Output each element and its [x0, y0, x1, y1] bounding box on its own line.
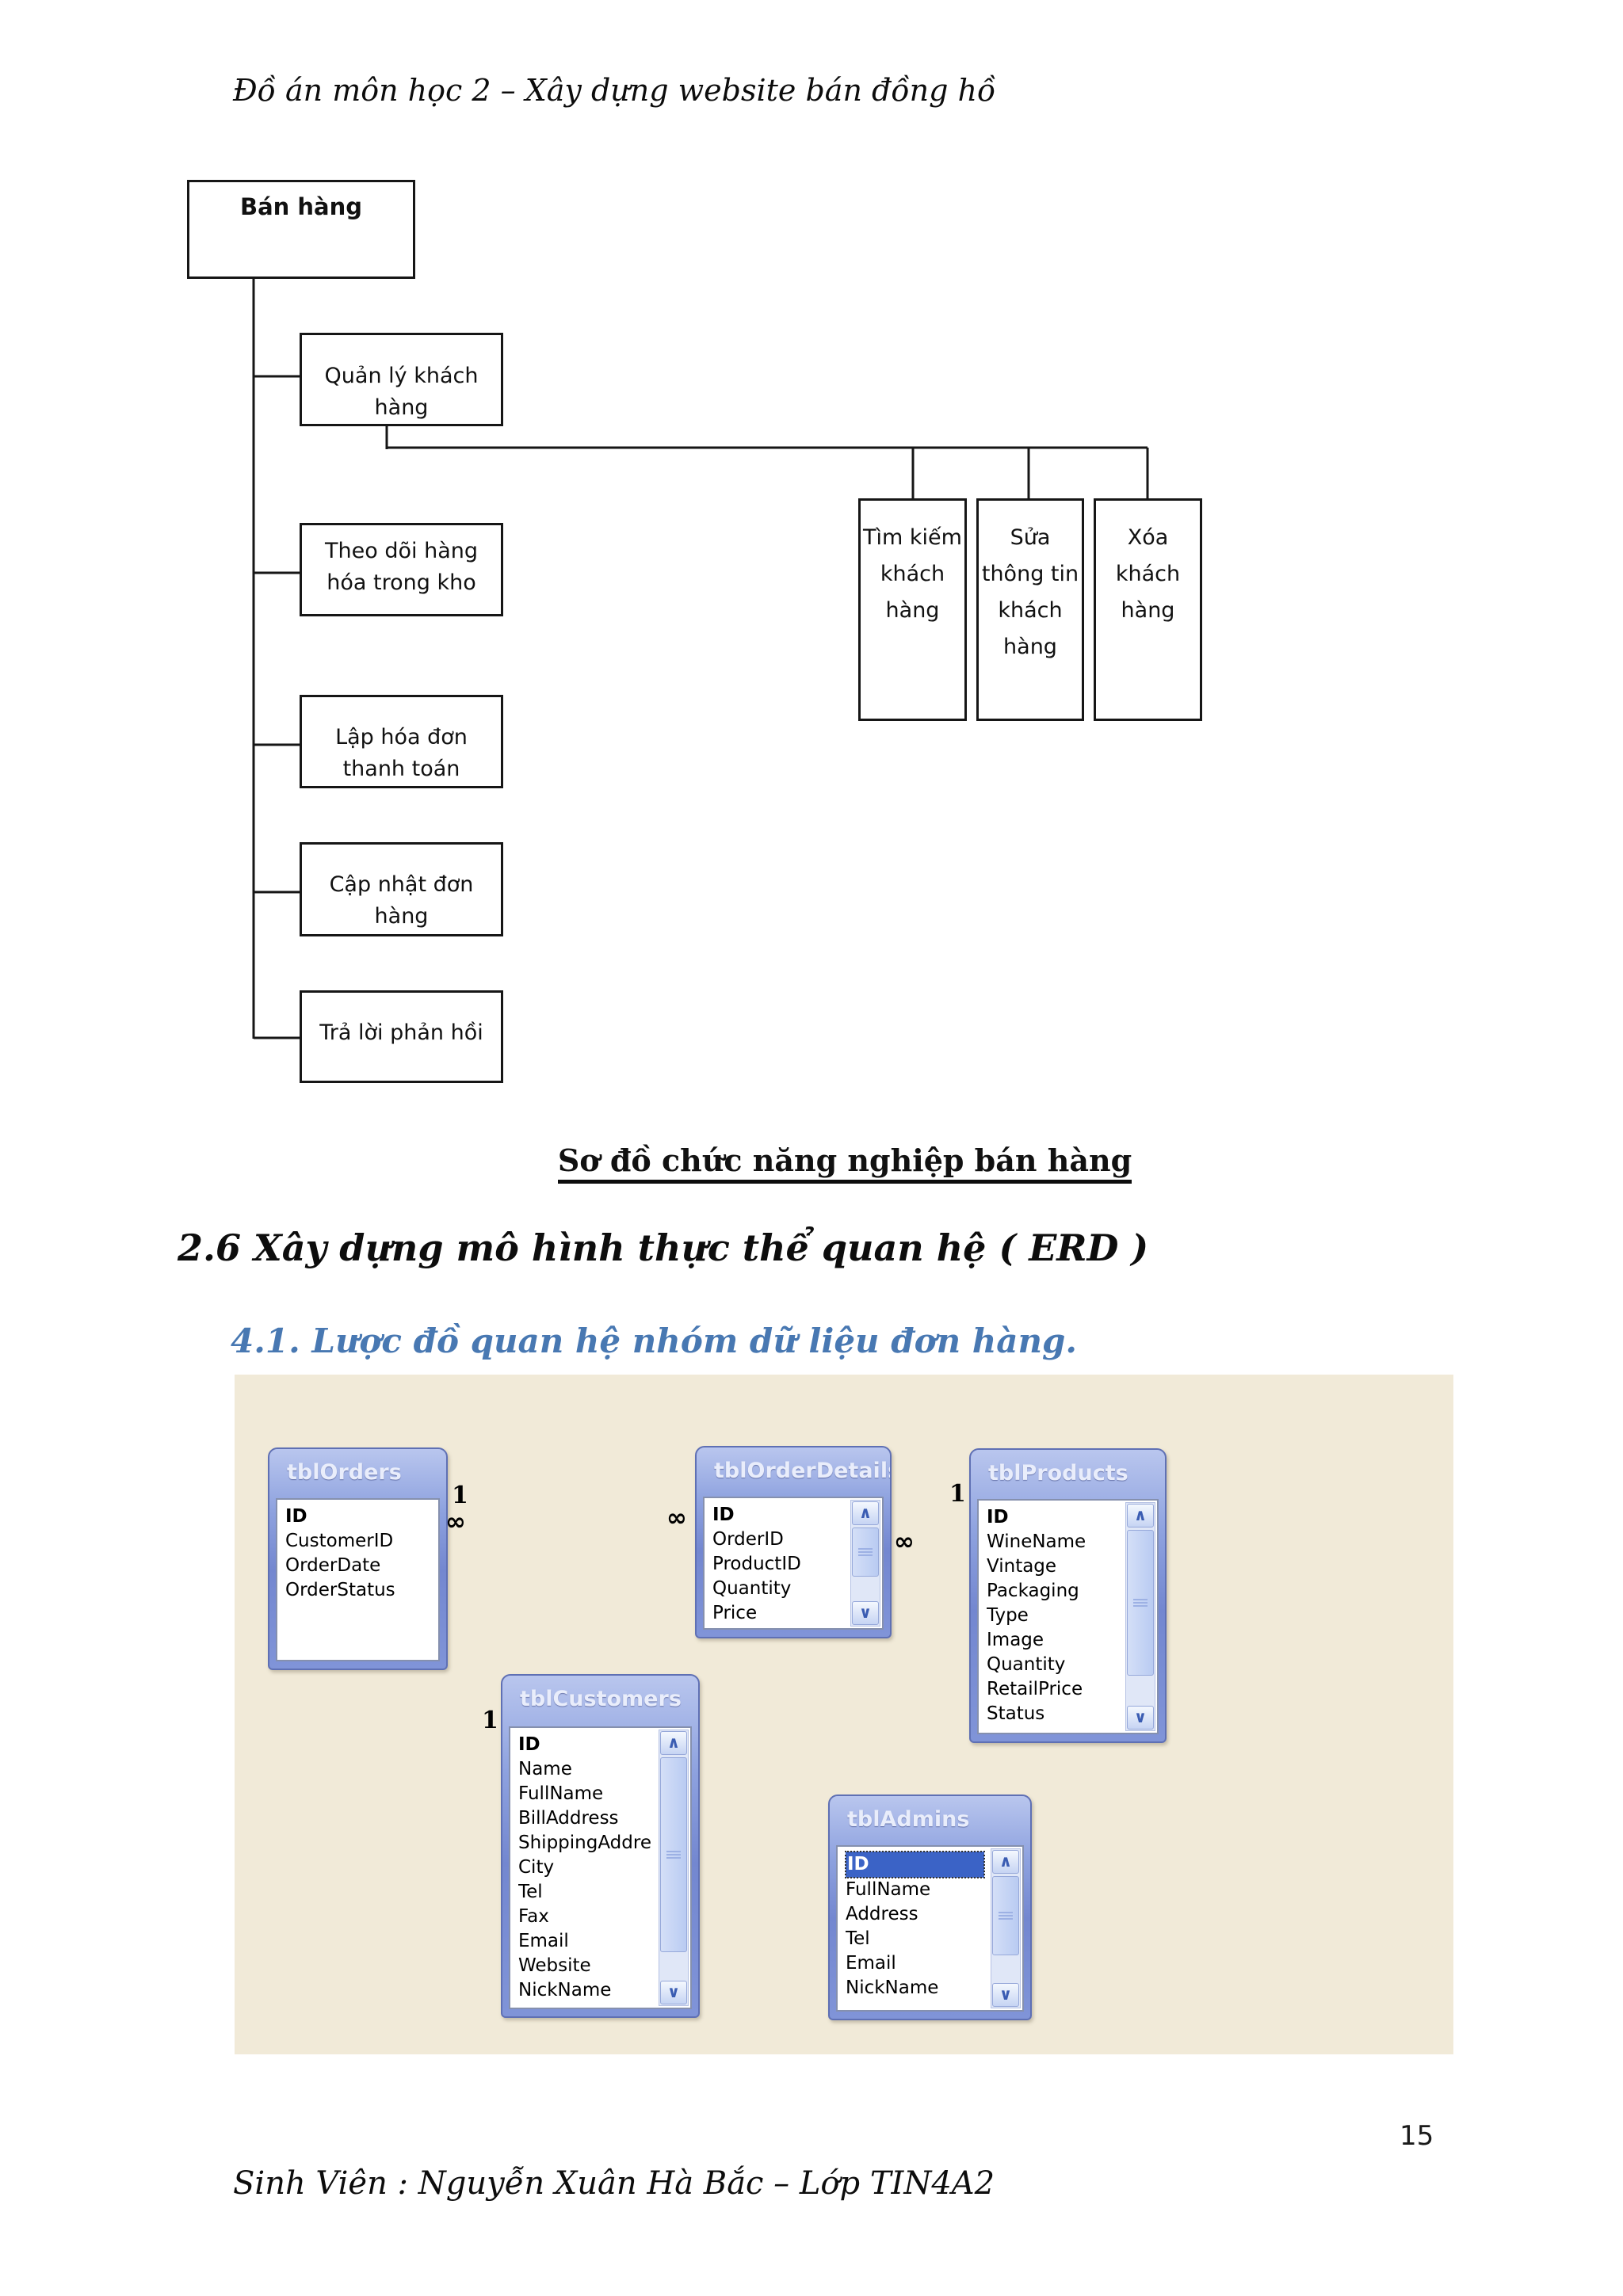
- scrollbar-thumb[interactable]: [992, 1876, 1019, 1955]
- flowchart-caption-wrap: Sơ đồ chức năng nghiệp bán hàng: [555, 1142, 1135, 1184]
- cardinality-orderdetails-many: ∞: [666, 1504, 687, 1532]
- erd-field[interactable]: City: [518, 1857, 555, 1878]
- page-number: 15: [1400, 2120, 1434, 2152]
- erd-field[interactable]: Price: [712, 1603, 758, 1623]
- erd-field[interactable]: Fax: [518, 1906, 549, 1927]
- chevron-down-icon: ∨: [999, 1985, 1013, 2004]
- erd-field[interactable]: WineName: [987, 1531, 1086, 1552]
- section-heading-2-6: 2.6 Xây dựng mô hình thực thể quan hệ ( …: [178, 1226, 1149, 1269]
- section-heading-4-1: 4.1. Lược đồ quan hệ nhóm dữ liệu đơn hà…: [231, 1322, 1078, 1360]
- cardinality-orders-many: ∞: [445, 1508, 466, 1536]
- chevron-down-icon: ∨: [666, 1982, 681, 2001]
- erd-field-list: ID WineName Vintage Packaging Type Image…: [977, 1499, 1159, 1734]
- erd-field-list: ID CustomerID OrderDate OrderStatus: [276, 1498, 440, 1661]
- erd-field-list: ID FullName Address Tel Email NickName ∧…: [836, 1845, 1024, 2012]
- flowchart-box-tim-kiem-khach-hang: Tìm kiếm khách hàng: [858, 498, 967, 721]
- erd-field[interactable]: Tel: [518, 1882, 543, 1902]
- erd-field[interactable]: RetailPrice: [987, 1679, 1083, 1699]
- erd-table-title[interactable]: tblOrderDetails: [714, 1459, 890, 1483]
- erd-field[interactable]: Vintage: [987, 1556, 1057, 1577]
- erd-field[interactable]: Packaging: [987, 1581, 1079, 1601]
- page-header-title: Đồ án môn học 2 – Xây dựng website bán đ…: [233, 73, 996, 108]
- cardinality-orders-one: 1: [452, 1482, 468, 1509]
- erd-table-title[interactable]: tblAdmins: [847, 1807, 970, 1832]
- cardinality-products-one: 1: [949, 1480, 966, 1508]
- erd-field[interactable]: Quantity: [712, 1578, 792, 1599]
- erd-field[interactable]: Image: [987, 1630, 1044, 1650]
- scrollbar[interactable]: ∧ ∨: [850, 1500, 880, 1627]
- scroll-down-button[interactable]: ∨: [660, 1981, 687, 2004]
- scroll-up-button[interactable]: ∧: [852, 1501, 879, 1525]
- scroll-down-button[interactable]: ∨: [1127, 1706, 1154, 1730]
- scrollbar[interactable]: ∧ ∨: [1125, 1502, 1155, 1731]
- flowchart-box-tra-loi-phan-hoi: Trả lời phản hồi: [300, 990, 503, 1083]
- erd-field[interactable]: Status: [987, 1703, 1045, 1724]
- erd-table-tblCustomers[interactable]: tblCustomers ID Name FullName BillAddres…: [501, 1674, 700, 2018]
- erd-table-tblProducts[interactable]: tblProducts ID WineName Vintage Packagin…: [969, 1448, 1167, 1743]
- flowchart-box-quan-ly-khach-hang: Quản lý khách hàng: [300, 333, 503, 426]
- erd-field[interactable]: ID: [518, 1734, 540, 1755]
- erd-field[interactable]: CustomerID: [285, 1531, 394, 1551]
- flowchart-box-xoa-khach-hang: Xóa khách hàng: [1094, 498, 1202, 721]
- chevron-up-icon: ∧: [999, 1852, 1013, 1871]
- erd-field[interactable]: Quantity: [987, 1654, 1066, 1675]
- erd-field-list: ID OrderID ProductID Quantity Price ∧ ∨: [703, 1497, 884, 1630]
- flowchart-box-ban-hang: Bán hàng: [187, 180, 415, 279]
- erd-field-selected[interactable]: ID: [845, 1851, 985, 1878]
- flowchart-box-cap-nhat-don-hang: Cập nhật đơn hàng: [300, 842, 503, 936]
- scroll-up-button[interactable]: ∧: [660, 1731, 687, 1755]
- scrollbar-thumb[interactable]: [1127, 1530, 1154, 1676]
- chevron-down-icon: ∨: [1133, 1707, 1148, 1726]
- cardinality-customers-one: 1: [482, 1707, 498, 1734]
- erd-table-title[interactable]: tblCustomers: [520, 1687, 682, 1711]
- erd-field[interactable]: NickName: [518, 1980, 612, 2000]
- scroll-up-button[interactable]: ∧: [992, 1850, 1019, 1874]
- erd-field[interactable]: OrderID: [712, 1529, 784, 1550]
- scroll-down-button[interactable]: ∨: [852, 1601, 879, 1625]
- erd-field[interactable]: OrderDate: [285, 1555, 381, 1576]
- flowchart-caption: Sơ đồ chức năng nghiệp bán hàng: [557, 1142, 1132, 1184]
- chevron-up-icon: ∧: [858, 1503, 873, 1522]
- scroll-down-button[interactable]: ∨: [992, 1983, 1019, 2007]
- page-footer: Sinh Viên : Nguyễn Xuân Hà Bắc – Lớp TIN…: [233, 2165, 995, 2202]
- erd-table-title[interactable]: tblOrders: [287, 1460, 402, 1485]
- erd-field[interactable]: ProductID: [712, 1554, 801, 1574]
- erd-field[interactable]: ID: [987, 1507, 1009, 1527]
- erd-field[interactable]: Address: [846, 1904, 918, 1924]
- erd-field[interactable]: ID: [285, 1506, 307, 1527]
- flowchart-box-theo-doi-hang-hoa: Theo dõi hàng hóa trong kho: [300, 523, 503, 616]
- scrollbar-thumb[interactable]: [660, 1757, 687, 1952]
- chevron-up-icon: ∧: [1133, 1505, 1148, 1524]
- chevron-down-icon: ∨: [858, 1603, 873, 1622]
- erd-field[interactable]: Email: [518, 1931, 569, 1951]
- erd-table-tblOrders[interactable]: tblOrders ID CustomerID OrderDate OrderS…: [268, 1447, 448, 1670]
- erd-field[interactable]: FullName: [518, 1783, 604, 1804]
- scrollbar[interactable]: ∧ ∨: [659, 1730, 689, 2006]
- scrollbar[interactable]: ∧ ∨: [991, 1848, 1021, 2008]
- erd-field[interactable]: ShippingAddress: [518, 1833, 652, 1853]
- cardinality-orderdetails2-many: ∞: [894, 1527, 915, 1556]
- scrollbar-thumb[interactable]: [852, 1527, 879, 1577]
- erd-field[interactable]: Type: [987, 1605, 1029, 1626]
- erd-field[interactable]: Website: [518, 1955, 591, 1976]
- erd-field[interactable]: Name: [518, 1759, 572, 1779]
- chevron-up-icon: ∧: [666, 1733, 681, 1752]
- erd-field[interactable]: BillAddress: [518, 1808, 619, 1829]
- flowchart-box-sua-thong-tin-khach-hang: Sửa thông tin khách hàng: [976, 498, 1084, 721]
- erd-field[interactable]: Tel: [846, 1928, 870, 1949]
- scroll-up-button[interactable]: ∧: [1127, 1504, 1154, 1527]
- erd-field[interactable]: OrderStatus: [285, 1580, 395, 1600]
- erd-table-title[interactable]: tblProducts: [988, 1461, 1128, 1486]
- erd-field-list: ID Name FullName BillAddress ShippingAdd…: [509, 1726, 692, 2009]
- erd-table-tblOrderDetails[interactable]: tblOrderDetails ID OrderID ProductID Qua…: [695, 1446, 892, 1638]
- erd-field[interactable]: FullName: [846, 1879, 931, 1900]
- erd-field[interactable]: NickName: [846, 1978, 939, 1998]
- erd-table-tblAdmins[interactable]: tblAdmins ID FullName Address Tel Email …: [828, 1794, 1032, 2020]
- flowchart-box-lap-hoa-don: Lập hóa đơn thanh toán: [300, 695, 503, 788]
- erd-field[interactable]: Email: [846, 1953, 896, 1974]
- erd-field[interactable]: ID: [712, 1505, 735, 1525]
